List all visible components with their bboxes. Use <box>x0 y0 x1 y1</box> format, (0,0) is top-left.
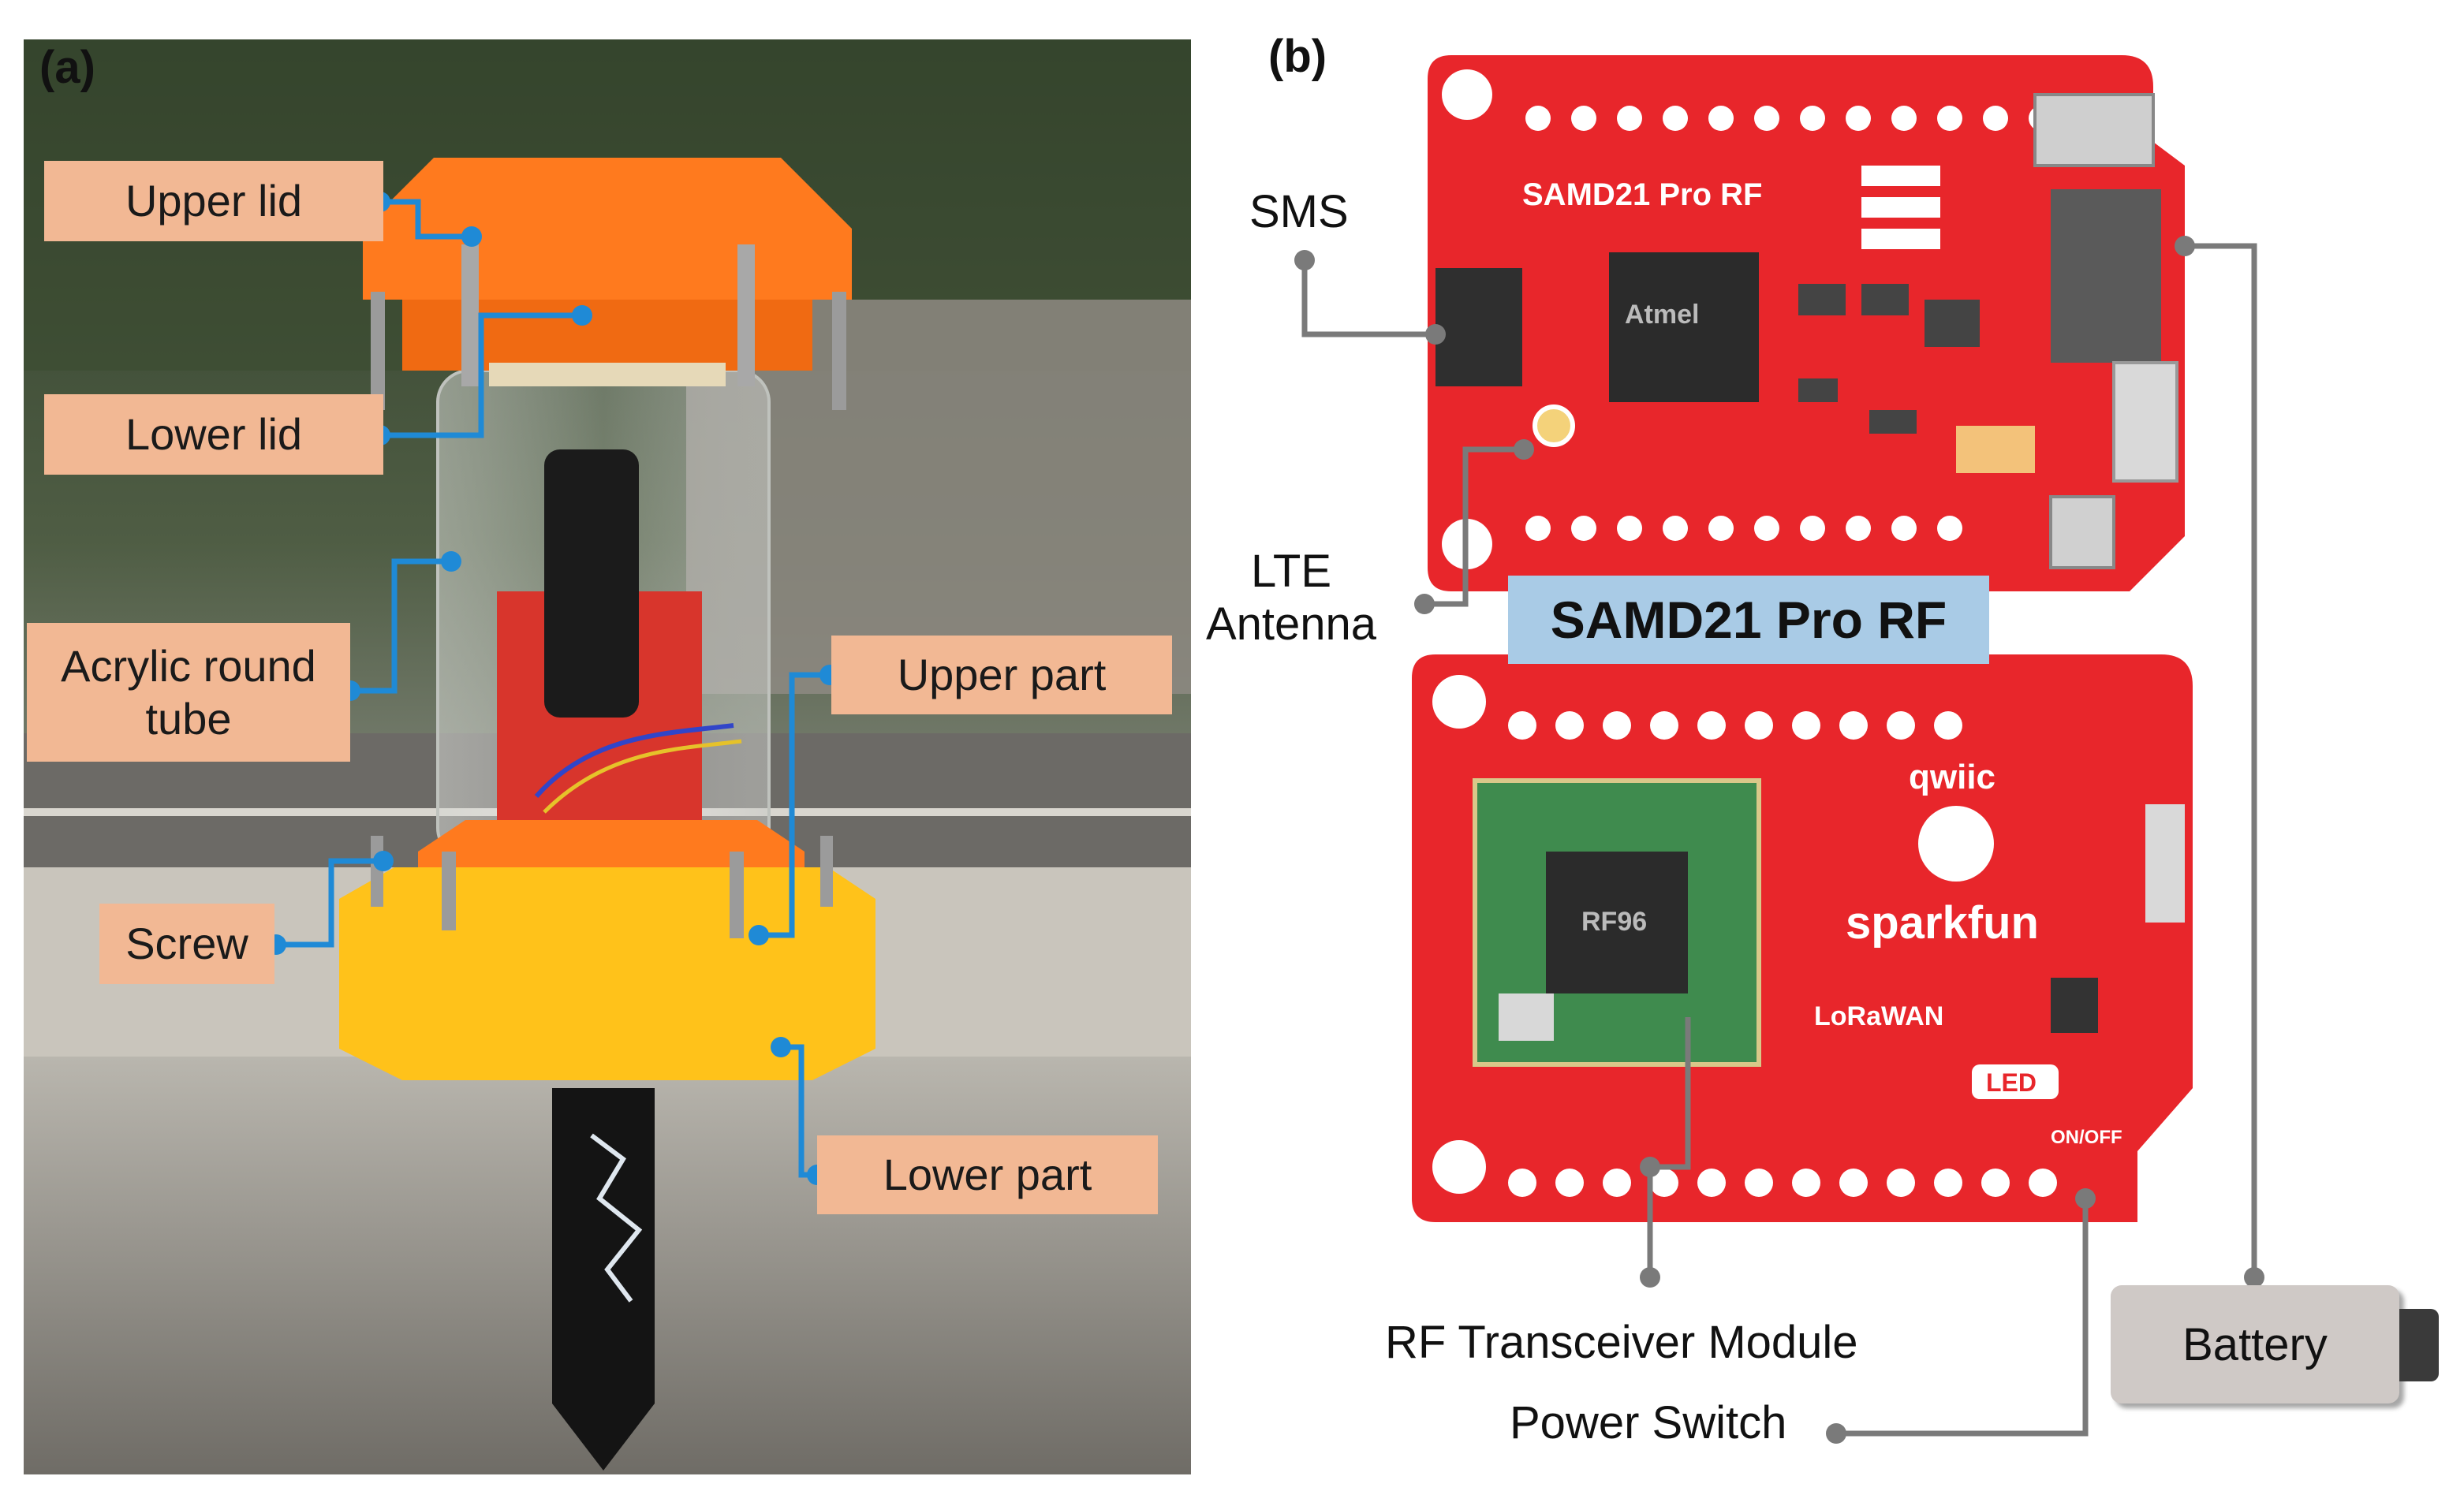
panel-a-label: (a) <box>39 42 95 93</box>
dot-upper-lid-b <box>461 226 482 247</box>
dot-lte-b <box>1514 439 1534 460</box>
lid-screw-2 <box>737 244 755 386</box>
label-lte-antenna: LTE Antenna <box>1193 546 1390 650</box>
leader-screw <box>276 858 383 948</box>
leader-acrylic-tube <box>350 558 451 694</box>
leader-power-switch <box>1836 1198 2089 1437</box>
dot-rf-b <box>1640 1157 1660 1177</box>
label-lte-line1: LTE <box>1250 546 1332 597</box>
leader-battery <box>2185 243 2257 1277</box>
lower-bottom-pin-row <box>1508 1169 2057 1197</box>
dot-lower-part-b <box>771 1037 791 1057</box>
tag-acrylic-tube: Acrylic round tube <box>27 623 350 762</box>
label-lte-line2: Antenna <box>1205 598 1377 650</box>
pcb-brand: sparkfun <box>1846 897 2039 949</box>
dot-sms-b <box>1425 324 1446 345</box>
lower-lid-band <box>489 363 726 386</box>
dot-battery-b <box>2244 1267 2264 1288</box>
base-screw-1 <box>442 852 456 930</box>
lower-top-pin-row <box>1508 711 1962 740</box>
dot-acrylic-b <box>441 551 461 572</box>
leader-lower-lid <box>380 312 582 438</box>
leader-sms <box>1301 260 1435 337</box>
dot-switch-b <box>2075 1188 2096 1209</box>
pcb-top-name: SAMD21 Pro RF <box>1522 177 1763 212</box>
pcb-chip-text: RF96 <box>1581 907 1647 937</box>
pcb-on-off: ON/OFF <box>2051 1127 2122 1148</box>
dot-lower-lid-b <box>572 305 592 326</box>
battery-terminal <box>2399 1309 2439 1381</box>
upper-lid-shape <box>363 158 852 300</box>
tag-acrylic-line1: Acrylic round <box>61 640 316 691</box>
tag-lower-lid: Lower lid <box>44 394 383 475</box>
internal-wire-yellow <box>543 739 742 814</box>
top-pin-row <box>1525 106 2054 131</box>
dot-upper-part-b <box>749 925 769 945</box>
tag-acrylic-line2: tube <box>145 694 232 744</box>
dot-screw-b <box>373 851 394 871</box>
lid-screw-3 <box>371 292 385 410</box>
probe-marking <box>590 1133 643 1303</box>
base-screw-2 <box>730 852 744 938</box>
tag-screw: Screw <box>99 904 274 984</box>
leader-upper-part <box>759 672 830 938</box>
label-power-switch: Power Switch <box>1510 1397 1787 1448</box>
battery-body: Battery <box>2111 1285 2399 1403</box>
lid-screw-1 <box>461 244 479 386</box>
base-screw-4 <box>820 836 833 907</box>
pcb-led: LED <box>1986 1068 2037 1097</box>
label-sms: SMS <box>1249 186 1349 237</box>
soil-probe <box>552 1088 655 1471</box>
tag-upper-part: Upper part <box>831 636 1172 714</box>
dot-rf-a <box>1640 1267 1660 1288</box>
lid-screw-4 <box>832 292 846 410</box>
samd21-board-top: Atmel SAMD21 Pro RF <box>1428 55 2185 591</box>
board-title: SAMD21 Pro RF <box>1508 576 1989 664</box>
samd21-board-bottom: RF96 qwiic sparkfun LoRaWAN LED ON/OFF <box>1412 654 2193 1222</box>
bottom-pin-row <box>1525 516 1962 541</box>
panel-b-label: (b) <box>1268 31 1327 82</box>
label-rf-module: RF Transceiver Module <box>1385 1317 1858 1368</box>
pcb-qwiic: qwiic <box>1909 758 1995 796</box>
internal-battery <box>544 449 639 718</box>
leader-upper-lid <box>380 199 472 240</box>
dot-lte-a <box>1414 594 1435 614</box>
internal-wires <box>534 723 734 798</box>
leader-lte <box>1424 446 1524 607</box>
rf-module-chip <box>1546 852 1688 993</box>
pcb-mcu-text: Atmel <box>1625 300 1699 330</box>
dot-sms-a <box>1294 250 1315 270</box>
tag-upper-lid: Upper lid <box>44 161 383 241</box>
tag-lower-part: Lower part <box>817 1135 1158 1214</box>
pcb-lorawan: LoRaWAN <box>1814 1001 1943 1031</box>
dot-switch-a <box>1826 1423 1846 1444</box>
leader-rf-module <box>1647 1017 1691 1277</box>
dot-battery-a <box>2175 236 2195 256</box>
sensor-photo <box>24 39 1191 1474</box>
